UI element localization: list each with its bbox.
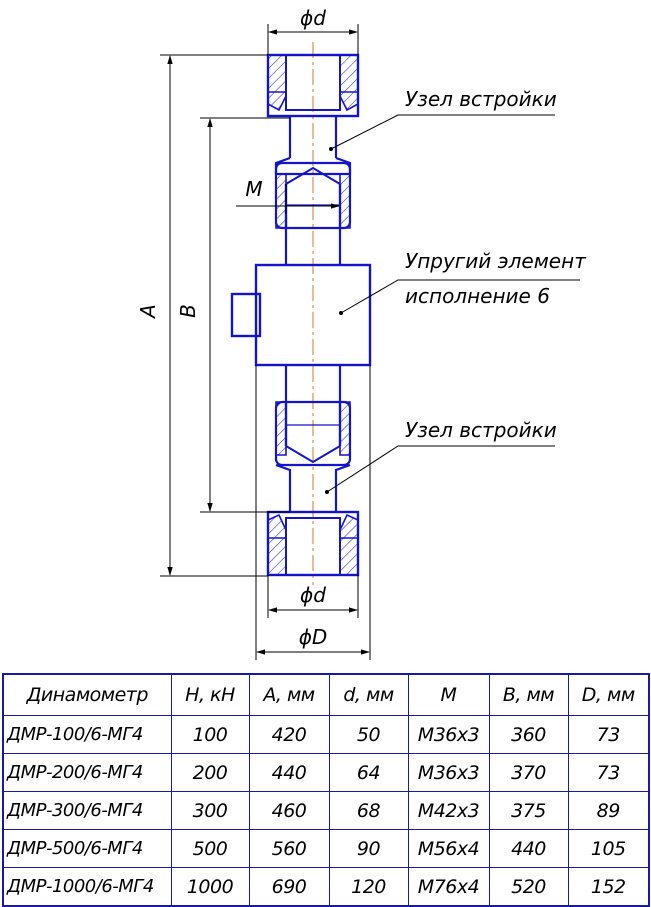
- elastic-element-body: [254, 263, 372, 367]
- table-row: ДМР-1000/6-МГ4 1000 690 120 М76х4 520 15…: [2, 867, 650, 907]
- header-m: М: [407, 673, 490, 716]
- cell-b: 375: [488, 791, 569, 830]
- label-b: B: [176, 304, 200, 318]
- callout-middle-line1: Упругий элемент: [405, 249, 587, 273]
- header-dynamometer: Динамометр: [2, 673, 172, 716]
- table-row: ДМР-300/6-МГ4 300 460 68 М42х3 375 89: [2, 791, 650, 830]
- top-neck: [274, 116, 352, 176]
- header-load: Н, кН: [170, 673, 250, 716]
- cell-m: М56х4: [407, 829, 490, 868]
- cell-b: 370: [488, 753, 569, 792]
- label-m: M: [245, 177, 262, 201]
- cell-big-d: 89: [567, 791, 650, 830]
- cell-d: 68: [328, 791, 409, 830]
- dynamometer-drawing: ϕd M A B ϕd ϕD Узел встройки Упругий эле…: [136, 6, 587, 660]
- cell-m: М36х3: [407, 715, 490, 754]
- specification-table: Динамометр Н, кН А, мм d, мм М В, мм D, …: [2, 673, 650, 907]
- header-big-d: D, мм: [567, 673, 650, 716]
- cell-b: 520: [488, 867, 569, 907]
- header-b: В, мм: [488, 673, 569, 716]
- cell-a: 420: [248, 715, 330, 754]
- callout-middle-line2: исполнение 6: [405, 284, 550, 308]
- callout-top: Узел встройки: [405, 87, 557, 111]
- cell-big-d: 73: [567, 753, 650, 792]
- top-bushing: [266, 53, 360, 118]
- table-row: ДМР-200/6-МГ4 200 440 64 М36х3 370 73: [2, 753, 650, 792]
- cell-a: 440: [248, 753, 330, 792]
- bottom-neck: [275, 463, 351, 512]
- cell-model: ДМР-300/6-МГ4: [2, 791, 172, 830]
- cell-model: ДМР-500/6-МГ4: [2, 829, 172, 868]
- cell-big-d: 73: [567, 715, 650, 754]
- cell-m: М42х3: [407, 791, 490, 830]
- label-d-top: ϕd: [300, 6, 326, 30]
- table-row: ДМР-100/6-МГ4 100 420 50 М36х3 360 73: [2, 715, 650, 754]
- cell-load: 300: [170, 791, 250, 830]
- cell-m: М36х3: [407, 753, 490, 792]
- cell-model: ДМР-100/6-МГ4: [2, 715, 172, 754]
- cell-d: 90: [328, 829, 409, 868]
- callout-bottom: Узел встройки: [405, 418, 557, 442]
- cell-big-d: 152: [567, 867, 650, 907]
- cell-d: 120: [328, 867, 409, 907]
- cell-load: 1000: [170, 867, 250, 907]
- cell-model: ДМР-1000/6-МГ4: [2, 867, 172, 907]
- table-header-row: Динамометр Н, кН А, мм d, мм М В, мм D, …: [2, 673, 650, 716]
- cell-d: 64: [328, 753, 409, 792]
- leader-top: [328, 114, 555, 152]
- label-big-d: ϕD: [299, 625, 328, 649]
- cell-m: М76х4: [407, 867, 490, 907]
- header-d: d, мм: [328, 673, 409, 716]
- cell-model: ДМР-200/6-МГ4: [2, 753, 172, 792]
- cell-a: 460: [248, 791, 330, 830]
- bottom-nut: [274, 400, 352, 467]
- cell-a: 560: [248, 829, 330, 868]
- label-a: A: [136, 304, 160, 320]
- label-d-bottom: ϕd: [300, 583, 326, 607]
- lower-rod: [284, 365, 342, 402]
- cell-load: 200: [170, 753, 250, 792]
- cell-a: 690: [248, 867, 330, 907]
- header-a: А, мм: [248, 673, 330, 716]
- connector-box: [230, 292, 262, 338]
- cell-load: 500: [170, 829, 250, 868]
- cell-d: 50: [328, 715, 409, 754]
- upper-rod: [284, 228, 342, 265]
- cell-load: 100: [170, 715, 250, 754]
- table-row: ДМР-500/6-МГ4 500 560 90 М56х4 440 105: [2, 829, 650, 868]
- cell-b: 440: [488, 829, 569, 868]
- leader-bottom: [324, 445, 555, 495]
- cell-b: 360: [488, 715, 569, 754]
- bottom-bushing: [266, 510, 360, 577]
- cell-big-d: 105: [567, 829, 650, 868]
- leader-middle: [338, 279, 580, 316]
